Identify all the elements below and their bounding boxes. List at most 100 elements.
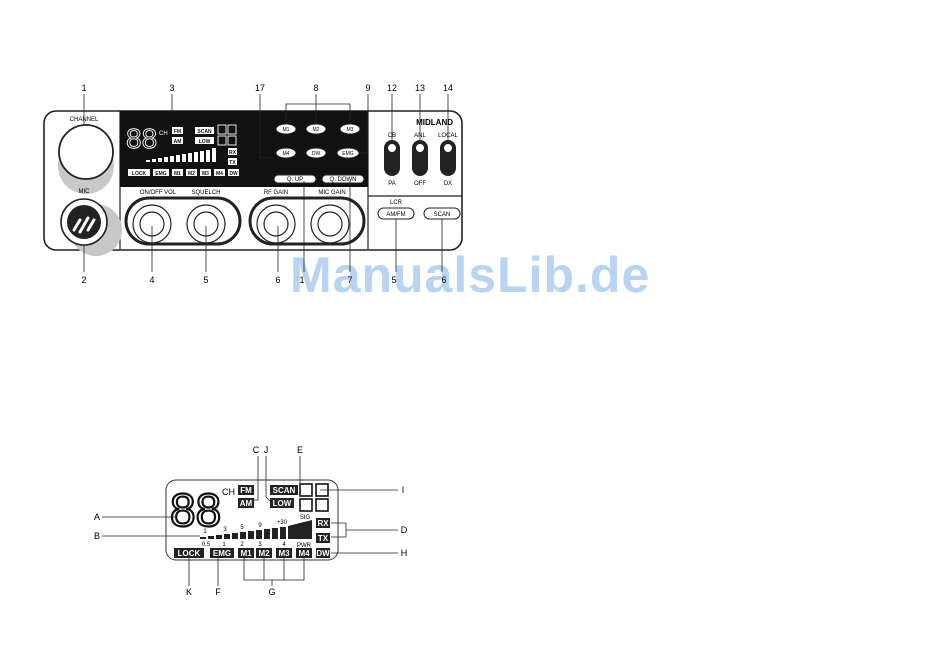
svg-text:5: 5 (391, 275, 396, 285)
svg-text:3: 3 (169, 83, 174, 93)
svg-text:DW: DW (229, 171, 238, 177)
svg-text:1: 1 (203, 529, 207, 535)
radio-front-panel: CHANNEL MIC 88 CH FM AM SCAN LOW (43, 83, 463, 285)
lcd-bottom-row: LOCK EMG M1 M2 M3 M4 DW (174, 548, 330, 558)
svg-text:M3: M3 (202, 171, 209, 177)
svg-text:1: 1 (222, 542, 226, 548)
svg-text:M3: M3 (347, 127, 354, 133)
svg-text:8: 8 (313, 83, 318, 93)
svg-text:M1: M1 (174, 171, 181, 177)
svg-text:5: 5 (203, 275, 208, 285)
svg-text:EMG: EMG (155, 171, 167, 177)
svg-text:M2: M2 (313, 127, 320, 133)
svg-text:6: 6 (275, 275, 280, 285)
svg-text:7: 7 (347, 275, 352, 285)
lcd-detail-diagram: 88 CH FM AM SCAN LOW 1 3 5 9 +30 0.5 1 (94, 445, 408, 597)
svg-text:3: 3 (258, 542, 262, 548)
q-down-label: Q. DOWN (330, 177, 357, 183)
svg-text:TX: TX (318, 534, 329, 543)
svg-text:5: 5 (240, 525, 244, 531)
svg-text:AM: AM (174, 139, 182, 145)
svg-text:C: C (253, 445, 260, 455)
svg-text:RX: RX (317, 519, 329, 528)
svg-text:M4: M4 (283, 151, 290, 157)
svg-text:SQUELCH: SQUELCH (191, 190, 220, 196)
svg-text:LOW: LOW (273, 499, 292, 508)
lcd-small-digits (299, 483, 329, 512)
svg-text:PWR: PWR (297, 543, 312, 549)
svg-text:EMG: EMG (342, 151, 354, 157)
svg-text:SIG: SIG (300, 515, 311, 521)
svg-text:2: 2 (240, 542, 244, 548)
svg-text:AM: AM (240, 499, 253, 508)
svg-text:TX: TX (229, 160, 236, 166)
svg-text:MIC GAIN: MIC GAIN (318, 190, 345, 196)
lcd-ch: CH (222, 487, 235, 497)
svg-text:1: 1 (299, 275, 304, 285)
svg-text:EMG: EMG (213, 549, 231, 558)
svg-text:OFF: OFF (414, 181, 426, 187)
svg-text:CH: CH (159, 131, 168, 137)
svg-text:12: 12 (387, 83, 397, 93)
svg-text:FM: FM (174, 129, 181, 135)
svg-text:M1: M1 (283, 127, 290, 133)
svg-text:9: 9 (365, 83, 370, 93)
svg-text:LCR: LCR (390, 200, 403, 206)
svg-text:DW: DW (316, 549, 330, 558)
lcd-bar-graph (200, 520, 312, 539)
mic-label: MIC (79, 189, 91, 195)
svg-text:E: E (297, 445, 303, 455)
svg-text:J: J (264, 445, 269, 455)
svg-text:M4: M4 (298, 549, 310, 558)
svg-text:2: 2 (81, 275, 86, 285)
lcd-callout-letters: A B C J E I D H K F G (94, 445, 408, 597)
callouts-top: 1 3 17 8 9 12 13 14 (81, 83, 453, 93)
svg-text:SCAN: SCAN (273, 486, 296, 495)
svg-text:0.5: 0.5 (202, 542, 211, 548)
svg-text:B: B (94, 531, 100, 541)
svg-text:M2: M2 (188, 171, 195, 177)
svg-text:M2: M2 (258, 549, 270, 558)
panel-lcd-digits: 88 (126, 123, 157, 154)
svg-text:13: 13 (415, 83, 425, 93)
svg-text:SCAN: SCAN (434, 212, 451, 218)
svg-text:+30: +30 (277, 520, 288, 526)
svg-text:AM/FM: AM/FM (386, 212, 405, 218)
svg-text:M4: M4 (216, 171, 223, 177)
svg-text:H: H (401, 548, 408, 558)
svg-text:G: G (268, 587, 275, 597)
svg-text:RX: RX (229, 150, 237, 156)
svg-text:D: D (401, 525, 408, 535)
svg-text:PA: PA (388, 181, 396, 187)
svg-text:A: A (94, 512, 100, 522)
svg-text:DW: DW (312, 151, 321, 157)
svg-text:3: 3 (223, 527, 227, 533)
svg-text:K: K (186, 587, 192, 597)
svg-text:M3: M3 (278, 549, 290, 558)
svg-text:1: 1 (81, 83, 86, 93)
svg-text:RF GAIN: RF GAIN (264, 190, 288, 196)
svg-text:LOCK: LOCK (178, 549, 201, 558)
svg-text:6: 6 (441, 275, 446, 285)
svg-text:ON/OFF VOL: ON/OFF VOL (140, 190, 177, 196)
svg-text:17: 17 (255, 83, 265, 93)
svg-text:DX: DX (444, 181, 452, 187)
svg-text:4: 4 (282, 542, 286, 548)
svg-text:I: I (402, 485, 405, 495)
svg-text:M1: M1 (240, 549, 252, 558)
svg-text:4: 4 (149, 275, 154, 285)
callouts-bottom: 2 4 5 6 1 7 5 6 (81, 275, 446, 285)
svg-text:FM: FM (240, 486, 252, 495)
svg-text:LOCK: LOCK (132, 171, 147, 177)
svg-text:F: F (215, 587, 221, 597)
svg-text:LOW: LOW (199, 139, 211, 145)
q-up-label: Q. UP (287, 177, 303, 183)
svg-text:14: 14 (443, 83, 453, 93)
svg-text:SCAN: SCAN (197, 129, 212, 135)
channel-knob (58, 124, 114, 180)
lcd-digits: 88 (170, 484, 221, 536)
svg-text:9: 9 (258, 523, 262, 529)
control-knobs: ON/OFF VOL SQUELCH RF GAIN MIC GAIN (124, 190, 366, 246)
brand-logo: MIDLAND (416, 118, 453, 127)
